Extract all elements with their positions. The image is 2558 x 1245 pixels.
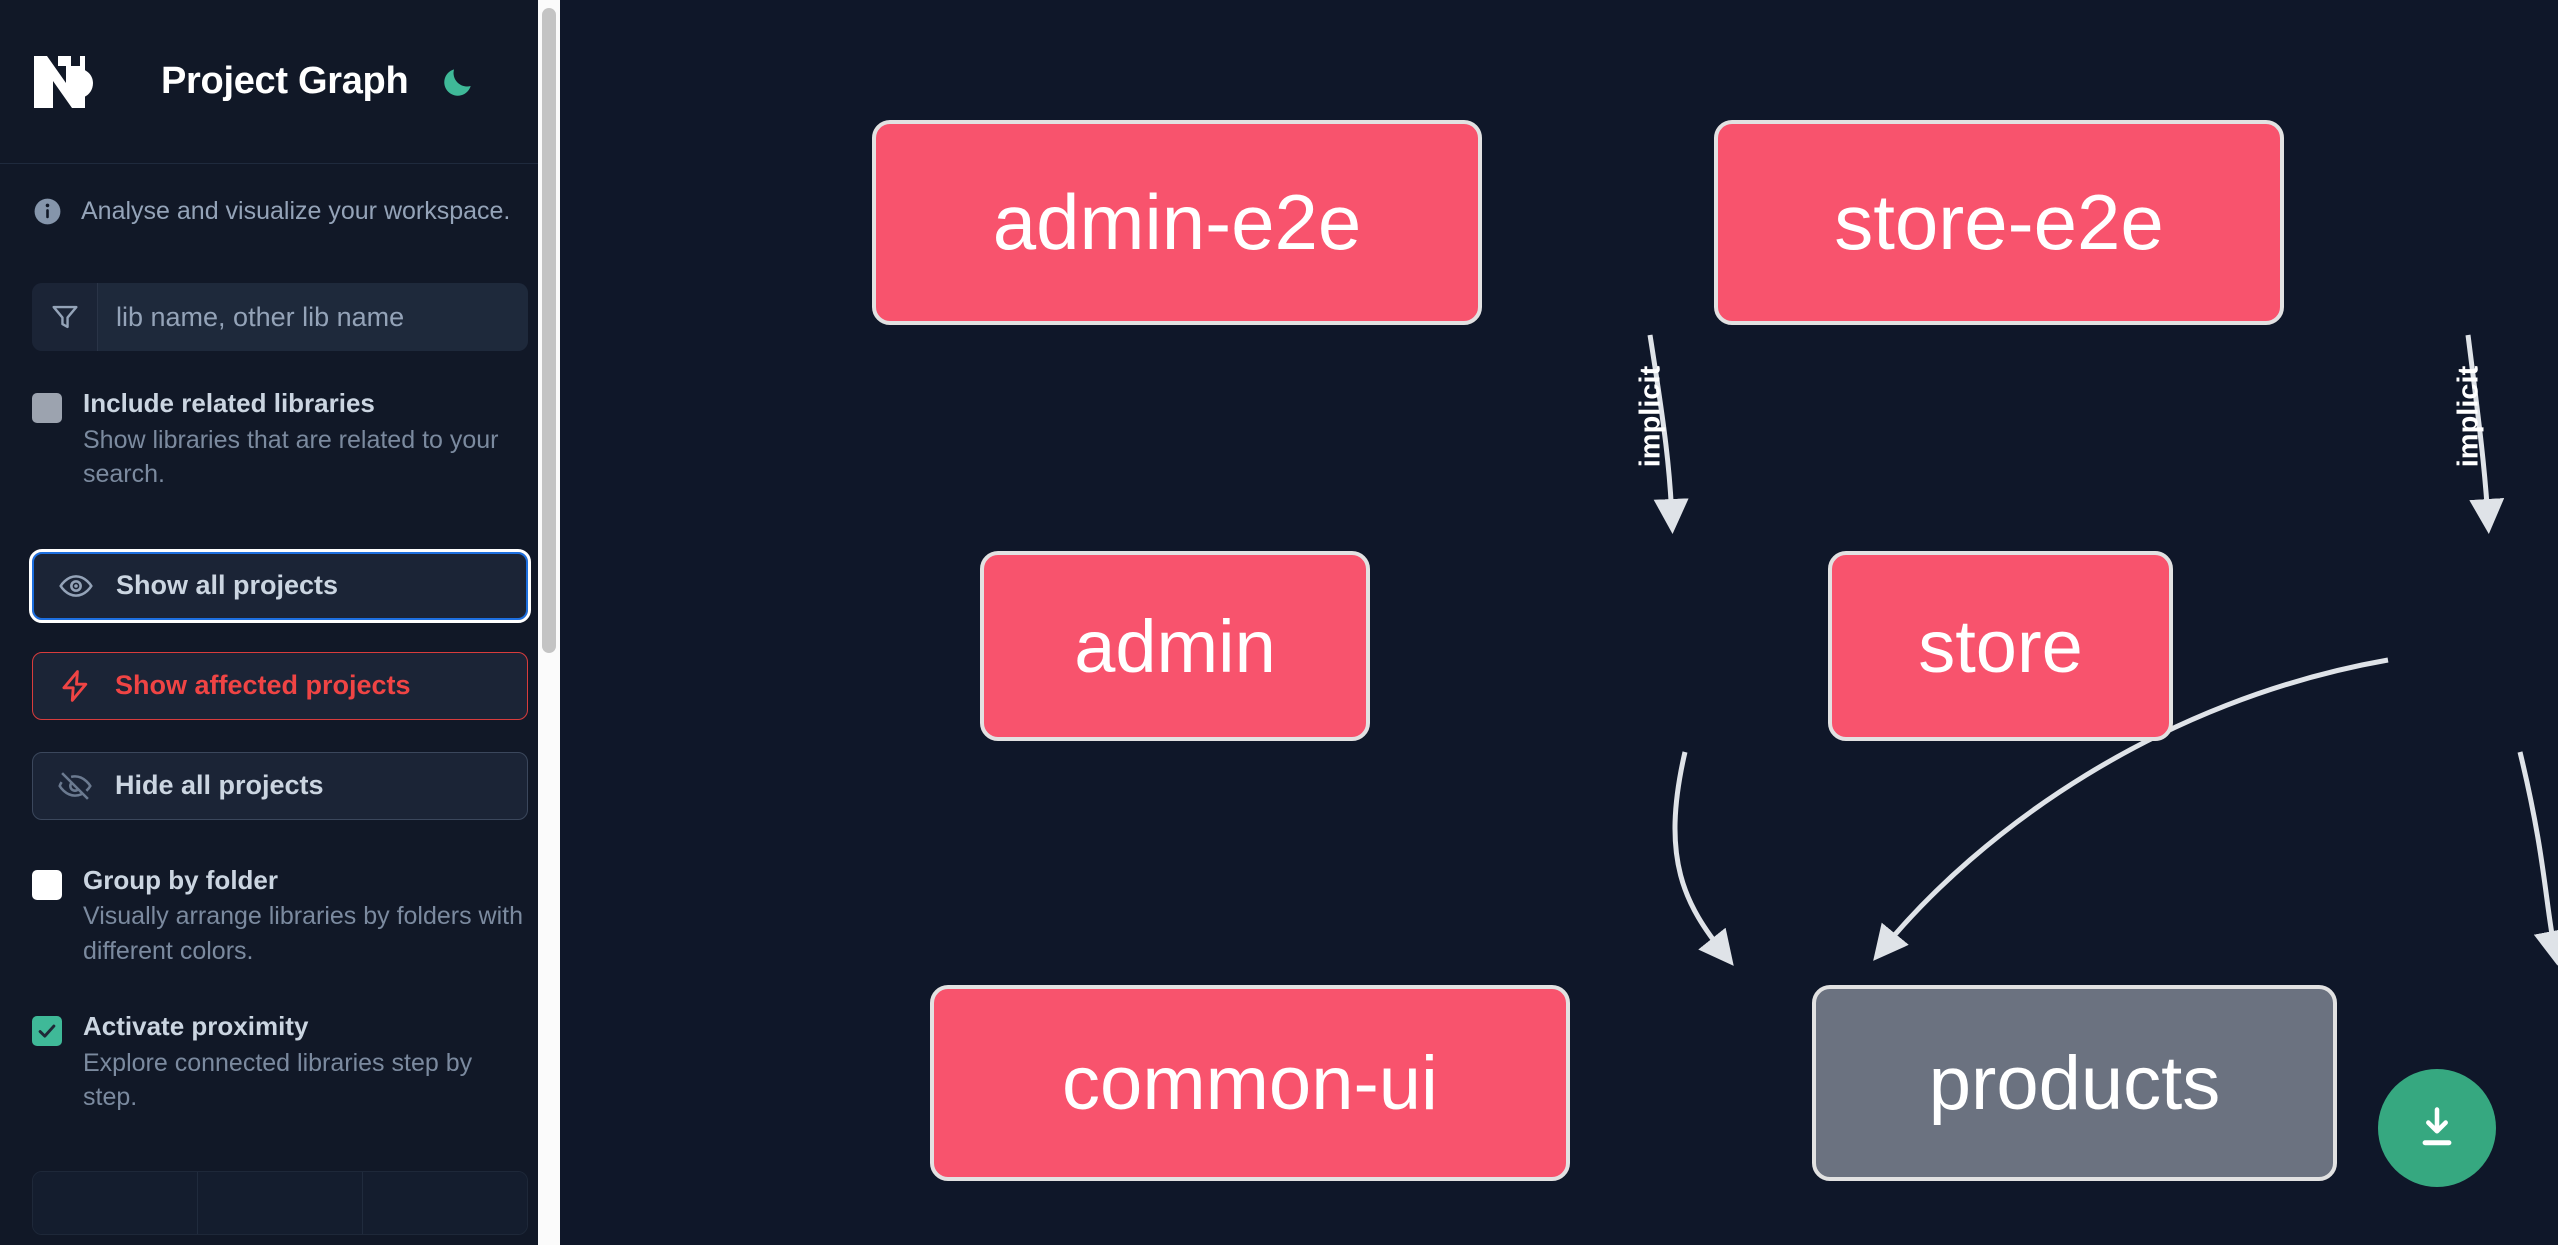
checkbox-activate-proximity[interactable]: Activate proximity Explore connected lib… [32,1010,528,1115]
segment-button-3[interactable] [363,1171,527,1234]
edge-admin-e2e-to-admin [1647,334,1689,534]
graph-node-store-e2e[interactable]: store-e2e [1714,120,2284,325]
sidebar: Project Graph Analyse and visualize your… [0,0,560,1245]
show-affected-projects-button[interactable]: Show affected projects [32,651,528,720]
info-icon [34,198,61,225]
segment-button-2[interactable] [198,1171,363,1234]
edge-admin-to-common-ui [1672,751,1734,966]
checkbox-box[interactable] [32,1016,62,1046]
moon-icon-glyph [444,68,472,96]
graph-canvas[interactable]: admin-e2e store-e2e admin store common-u… [560,0,2558,1245]
lightning-bolt-icon [57,668,97,704]
visibility-button-group: Show all projects Show affected projects [29,548,531,820]
edge-label-implicit-store: implicit [2452,365,2485,468]
eye-icon [58,568,98,604]
sidebar-scrollbar[interactable] [538,0,560,1245]
eye-off-icon [57,768,97,804]
graph-node-admin[interactable]: admin [980,551,1370,741]
segment-button-1[interactable] [33,1171,198,1234]
hide-all-projects-button[interactable]: Hide all projects [32,751,528,820]
tagline-text: Analyse and visualize your workspace. [81,197,511,225]
segmented-button-group[interactable] [32,1170,528,1235]
checkbox-box[interactable] [32,869,62,900]
graph-node-common-ui[interactable]: common-ui [930,985,1570,1181]
checkbox-text: Activate proximity Explore connected lib… [83,1010,528,1115]
moon-icon[interactable] [438,62,478,102]
checkbox-text: Group by folder Visually arrange librari… [83,864,528,969]
graph-node-label: store-e2e [1834,178,2164,266]
graph-node-products[interactable]: products [1812,985,2337,1181]
sidebar-body: Analyse and visualize your workspace. In… [0,196,560,1235]
eye-icon-glyph [59,574,93,597]
checkbox-description: Explore connected libraries step by step… [83,1048,473,1112]
checkbox-include-related-libraries[interactable]: Include related libraries Show libraries… [32,387,528,492]
search-row [32,283,528,351]
graph-node-label: common-ui [1062,1040,1438,1126]
download-icon [2422,1107,2452,1146]
graph-node-label: admin [1074,604,1276,688]
graph-node-admin-e2e[interactable]: admin-e2e [872,120,1482,325]
show-all-projects-button[interactable]: Show all projects [29,548,531,623]
page-title: Project Graph [161,60,409,102]
checkbox-label: Activate proximity [83,1011,309,1041]
filter-funnel-icon-glyph [51,305,78,329]
edge-store-e2e-to-store [2465,334,2505,534]
edge-label-implicit-admin: implicit [1634,365,1667,468]
sidebar-scrollbar-thumb[interactable] [542,8,556,653]
checkbox-label: Include related libraries [83,388,375,418]
checkbox-description: Show libraries that are related to your … [83,425,499,489]
hide-all-projects-label: Hide all projects [115,770,324,800]
show-all-projects-label: Show all projects [116,570,339,600]
checkbox-description: Visually arrange libraries by folders wi… [83,902,524,965]
download-button[interactable] [2378,1069,2496,1187]
show-affected-projects-label: Show affected projects [115,670,411,700]
filter-funnel-icon [32,283,98,351]
lightning-bolt-icon-glyph [62,669,88,702]
sidebar-header: Project Graph [0,0,560,164]
graph-node-label: store [1918,604,2083,688]
checkbox-label: Group by folder [83,864,278,895]
search-input[interactable] [98,283,528,351]
edge-store-to-products [2517,751,2558,966]
checkbox-text: Include related libraries Show libraries… [83,387,528,492]
nx-logo [34,55,93,108]
check-icon [38,1024,56,1038]
checkbox-box[interactable] [32,393,62,423]
graph-node-label: admin-e2e [992,178,1362,266]
graph-node-label: products [1928,1040,2221,1126]
eye-off-icon-glyph [58,771,92,800]
tagline: Analyse and visualize your workspace. [32,196,528,227]
checkbox-group-by-folder[interactable]: Group by folder Visually arrange librari… [32,864,528,969]
graph-node-store[interactable]: store [1828,551,2173,741]
